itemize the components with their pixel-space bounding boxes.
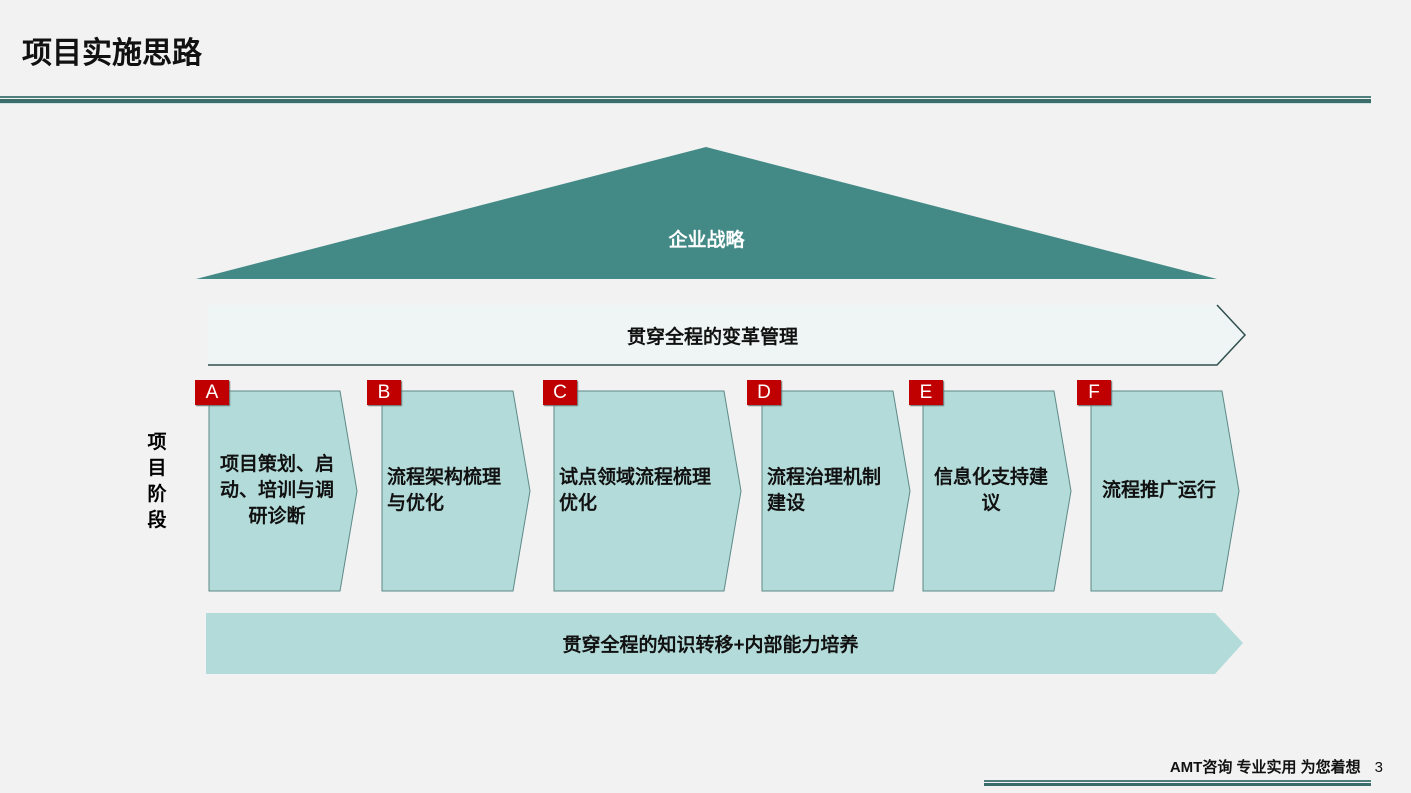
change-management-arrow xyxy=(208,305,1245,365)
stage-chevron xyxy=(208,390,358,592)
footer: AMT咨询 专业实用 为您着想 3 xyxy=(1170,756,1383,777)
stage-text: 信息化支持建议 xyxy=(933,467,1048,514)
stage-label: 流程架构梳理与优化 xyxy=(387,391,513,591)
stage-text: 试点领域流程梳理优化 xyxy=(559,467,712,514)
stage-label: 流程推广运行 xyxy=(1096,391,1222,591)
stage-label: 项目策划、启动、培训与调研诊断 xyxy=(214,391,340,591)
slide-title: 项目实施思路 xyxy=(22,37,202,70)
footer-rule-thin xyxy=(984,780,1371,782)
stage-text: 项目策划、启动、培训与调研诊断 xyxy=(219,454,334,527)
stage-chevron xyxy=(1090,390,1240,592)
stage-text: 流程架构梳理与优化 xyxy=(387,467,502,514)
header-rule-thick xyxy=(0,99,1371,103)
stage-badge: E xyxy=(909,380,943,405)
stage-label: 流程治理机制建设 xyxy=(767,391,893,591)
phase-label: 项目阶段 xyxy=(147,432,167,531)
header-rule-thin xyxy=(0,96,1371,98)
stage-chevron xyxy=(553,390,742,592)
stage-text: 流程推广运行 xyxy=(1101,480,1216,501)
change-management-label: 贯穿全程的变革管理 xyxy=(626,326,798,348)
stage-label: 信息化支持建议 xyxy=(928,391,1054,591)
stage-label: 试点领域流程梳理优化 xyxy=(559,391,724,591)
stage-chevron xyxy=(922,390,1072,592)
footer-rule-thick xyxy=(984,783,1371,786)
stage-badge: F xyxy=(1077,380,1111,405)
footer-slogan: AMT咨询 专业实用 为您着想 xyxy=(1169,759,1361,776)
stage-badge: D xyxy=(747,380,781,405)
strategy-roof xyxy=(196,147,1217,279)
stage-badge: C xyxy=(543,380,577,405)
header-rule-light xyxy=(0,103,1371,104)
page-number: 3 xyxy=(1374,759,1383,776)
knowledge-transfer-arrow xyxy=(206,613,1243,674)
stage-badge: A xyxy=(195,380,229,405)
stage-chevron xyxy=(381,390,531,592)
change-arrow-edge xyxy=(208,304,1247,366)
strategy-label: 企业战略 xyxy=(668,229,745,251)
knowledge-transfer-label: 贯穿全程的知识转移+内部能力培养 xyxy=(562,635,859,656)
stage-chevron xyxy=(761,390,911,592)
stage-text: 流程治理机制建设 xyxy=(767,467,882,514)
stage-badge: B xyxy=(367,380,401,405)
